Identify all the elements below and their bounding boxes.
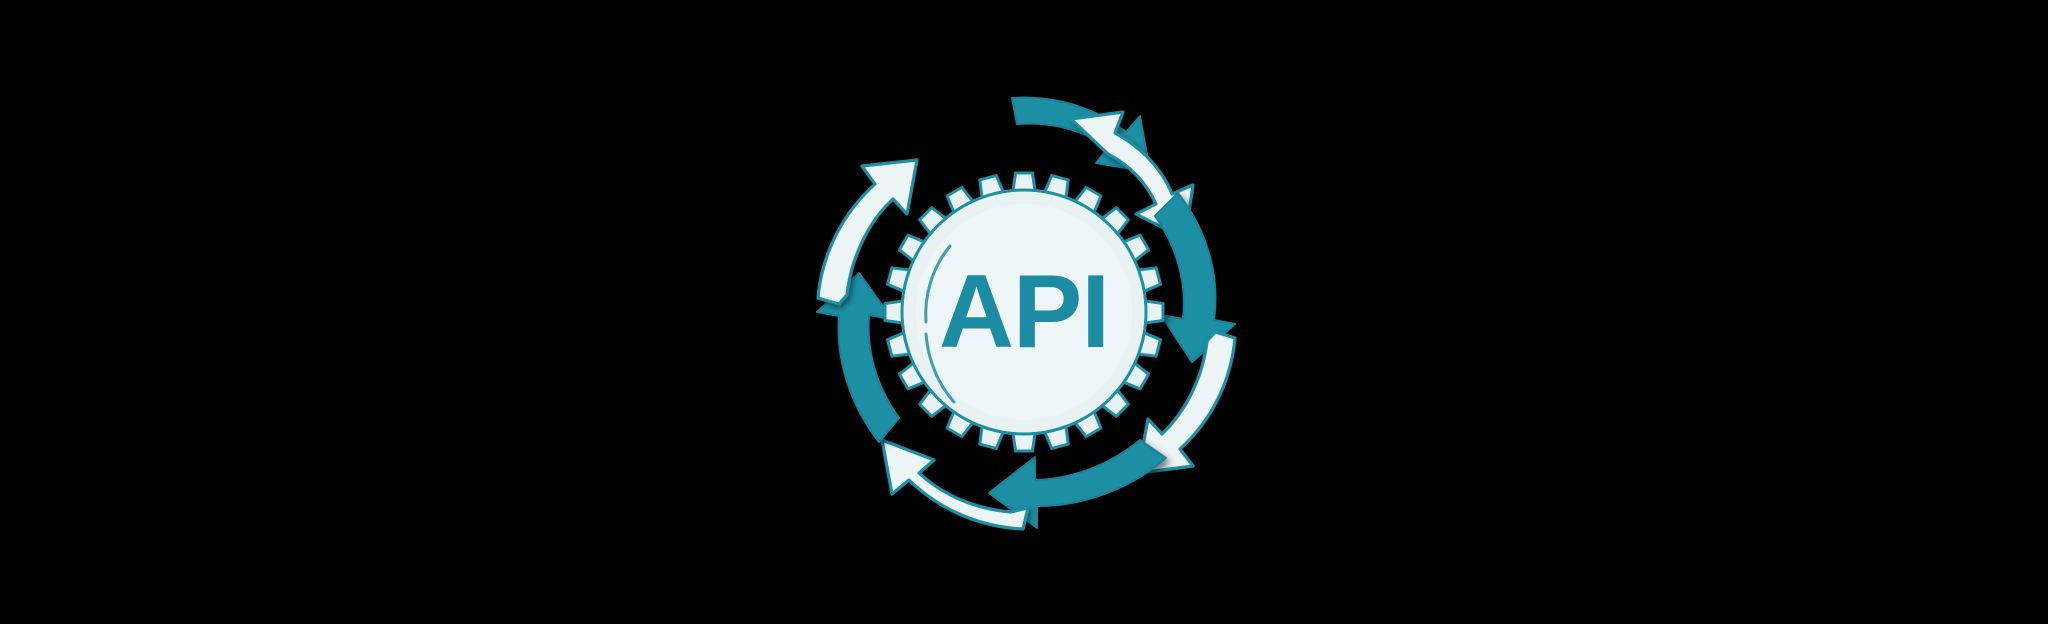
gear-highlight-arc-upper xyxy=(924,244,952,324)
arrow-right xyxy=(1154,192,1236,363)
arrow-bottom xyxy=(988,439,1167,529)
arrow-bottom-right xyxy=(1136,330,1237,475)
api-cycle-svg: API xyxy=(816,96,1237,531)
arrow-bottom-left xyxy=(880,438,1030,531)
api-label: API xyxy=(939,254,1109,370)
gear-highlight-arc-lower xyxy=(924,332,956,404)
gear-inner-disc xyxy=(916,204,1132,420)
arrow-ring xyxy=(816,96,1237,531)
arrow-left xyxy=(816,272,900,443)
arrow-top-left xyxy=(816,158,919,306)
api-cycle-graphic: API xyxy=(774,62,1274,562)
gear-wheel xyxy=(883,171,1165,453)
